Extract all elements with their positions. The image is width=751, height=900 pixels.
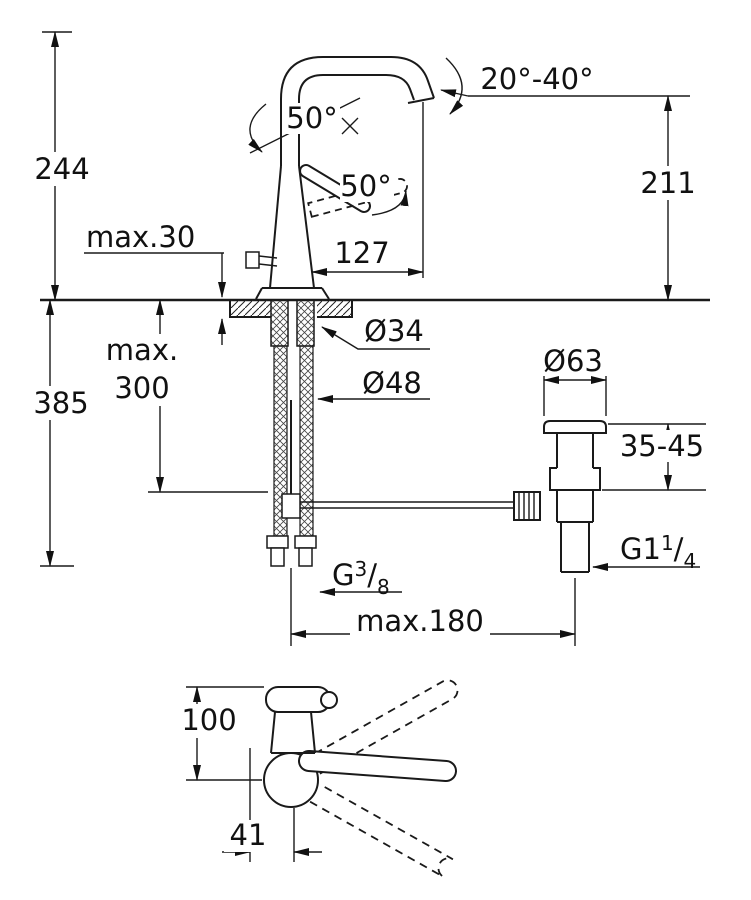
deck-hatch-left: [230, 300, 271, 317]
tilt-range-label: 20°-40°: [480, 62, 593, 96]
under-counter-parts: [266, 299, 514, 567]
dim-label-385: 385: [33, 386, 88, 420]
spout-dashed-lower: [309, 783, 454, 878]
dim-label-100: 100: [181, 703, 236, 737]
pullrod-knob: [245, 251, 260, 269]
spout-angle-label: 50°: [286, 101, 337, 135]
dim-label-127: 127: [334, 236, 389, 270]
tilt-arc-arrow: [445, 57, 464, 115]
thread-label-g114: G11/4: [620, 531, 696, 573]
dim-label-41: 41: [230, 818, 267, 852]
lever-arc-arrow: [371, 190, 409, 216]
diameter-label-63: Ø63: [543, 344, 603, 378]
lever-handle-dashed-position: [307, 178, 408, 218]
threaded-shank-left: [270, 299, 289, 347]
counter-deck: [40, 298, 710, 318]
dim-label-244: 244: [34, 152, 89, 186]
spout-plan-solid: [298, 750, 457, 782]
lever-angle-label: 50°: [340, 169, 391, 203]
drain-assembly: [513, 420, 607, 573]
drain-tailpipe: [560, 522, 590, 573]
drain-flange: [543, 420, 607, 434]
dim-label-max30: max.30: [86, 220, 195, 254]
pivot-cross-mark: [341, 117, 359, 135]
thread-label-g38: G3/8: [332, 557, 390, 599]
diameter-label-34: Ø34: [364, 314, 424, 348]
handle-plan-knob: [320, 691, 338, 709]
dim-label-max180: max.180: [356, 604, 484, 638]
body-plan-taper: [270, 711, 316, 754]
threaded-shank-right: [296, 299, 315, 347]
diameter-label-48: Ø48: [362, 366, 422, 400]
hose-connectors: [266, 535, 317, 567]
deck-hatch-right: [317, 300, 352, 317]
swivel-arc-arrow: [248, 103, 267, 153]
dim-label-211: 211: [640, 166, 695, 200]
popup-rod-clamp: [281, 493, 301, 519]
spout-dashed-upper: [309, 679, 459, 775]
dim-label-300: 300: [114, 371, 169, 405]
dimension-lines: [40, 31, 706, 862]
dim-label-max-word: max.: [106, 333, 178, 367]
plan-view: [263, 679, 459, 878]
dimension-labels: 244 max.30 50° 50° 20°-40° 211 127 Ø34 m…: [32, 62, 712, 852]
drain-knob: [513, 491, 541, 521]
dim-label-35-45: 35-45: [620, 429, 704, 463]
